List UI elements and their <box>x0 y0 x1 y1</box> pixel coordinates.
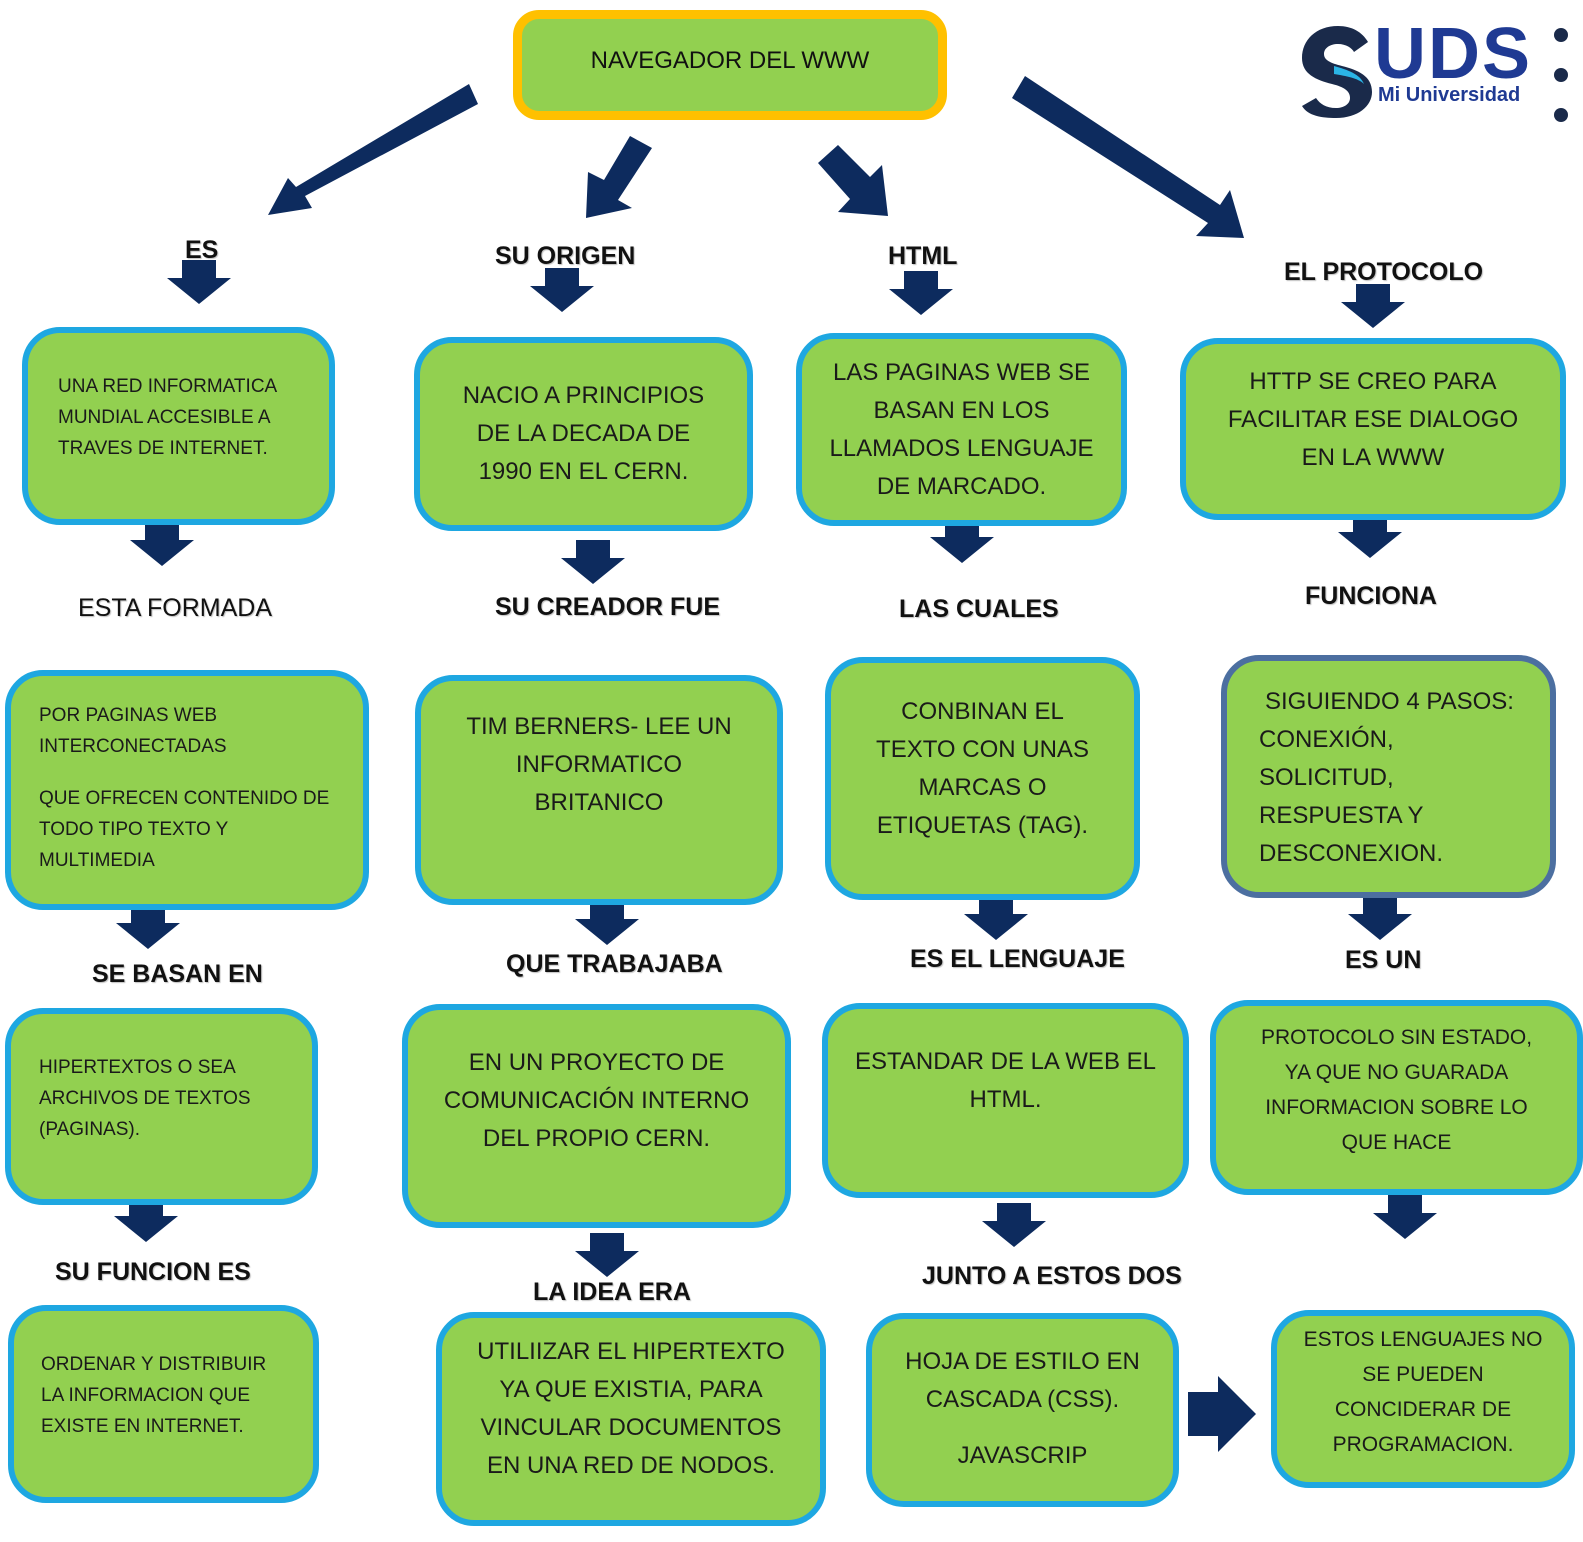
label-su-funcion-es: SU FUNCION ES <box>55 1258 251 1286</box>
box-text: PROTOCOLO SIN ESTADO, YA QUE NO GUARADA … <box>1260 1025 1533 1154</box>
down-arrow <box>889 271 953 315</box>
box-text: ESTANDAR DE LA WEB EL HTML. <box>855 1047 1156 1113</box>
heading-html: HTML <box>888 242 958 270</box>
down-arrow <box>1338 514 1402 558</box>
label-esta-formada: ESTA FORMADA <box>78 594 273 622</box>
box-es-definition: UNA RED INFORMATICA MUNDIAL ACCESIBLE A … <box>22 327 335 525</box>
box-text: JAVASCRIP <box>957 1442 1088 1469</box>
page-title: NAVEGADOR DEL WWW <box>590 47 870 74</box>
label-es-un: ES UN <box>1345 946 1422 974</box>
box-conbinan: CONBINAN EL TEXTO CON UNAS MARCAS O ETIQ… <box>825 657 1140 900</box>
down-arrow <box>1348 896 1412 940</box>
uds-s-icon <box>1302 26 1372 118</box>
heading-es: ES <box>185 236 219 264</box>
box-hipertextos: HIPERTEXTOS O SEA ARCHIVOS DE TEXTOS (PA… <box>5 1008 318 1205</box>
box-text: UNA RED INFORMATICA MUNDIAL ACCESIBLE A … <box>58 376 278 459</box>
box-text: TIM BERNERS- LEE UN INFORMATICO BRITANIC… <box>466 713 732 816</box>
box-http: HTTP SE CREO PARA FACILITAR ESE DIALOGO … <box>1180 338 1566 520</box>
down-arrow <box>575 1233 639 1277</box>
down-arrow <box>1373 1195 1437 1239</box>
box-text: HIPERTEXTOS O SEA ARCHIVOS DE TEXTOS (PA… <box>39 1057 251 1140</box>
logo-dot-icon <box>1554 68 1568 82</box>
box-text: HOJA DE ESTILO EN CASCADA (CSS). <box>905 1348 1140 1413</box>
box-text: ORDENAR Y DISTRIBUIR LA INFORMACION QUE … <box>41 1354 267 1437</box>
arrow-to-su-origen <box>586 136 652 218</box>
label-se-basan-en: SE BASAN EN <box>92 960 263 988</box>
uds-logo: UDS Mi Universidad <box>1298 8 1583 133</box>
box-nacio: NACIO A PRINCIPIOS DE LA DECADA DE 1990 … <box>414 337 753 531</box>
box-proyecto: EN UN PROYECTO DE COMUNICACIÓN INTERNO D… <box>402 1004 791 1228</box>
box-text: CONEXIÓN, SOLICITUD, RESPUESTA Y DESCONE… <box>1259 726 1444 867</box>
label-que-trabajaba: QUE TRABAJABA <box>506 950 723 978</box>
label-funciona: FUNCIONA <box>1305 582 1437 610</box>
box-text: SIGUIENDO 4 PASOS: <box>1265 688 1514 715</box>
right-arrow <box>1188 1376 1256 1452</box>
label-junto-a-estos-dos: JUNTO A ESTOS DOS <box>922 1262 1182 1290</box>
label-las-cuales: LAS CUALES <box>899 595 1059 623</box>
label-su-creador-fue: SU CREADOR FUE <box>495 593 721 621</box>
box-no-programacion: ESTOS LENGUAJES NO SE PUEDEN CONCIDERAR … <box>1271 1310 1575 1488</box>
box-text: HTTP SE CREO PARA FACILITAR ESE DIALOGO … <box>1227 368 1519 471</box>
label-es-el-lenguaje: ES EL LENGUAJE <box>910 945 1125 973</box>
label-la-idea-era: LA IDEA ERA <box>533 1278 691 1306</box>
arrow-to-html <box>818 145 888 216</box>
heading-el-protocolo: EL PROTOCOLO <box>1284 258 1484 286</box>
heading-su-origen: SU ORIGEN <box>495 242 636 270</box>
logo-tagline: Mi Universidad <box>1378 84 1521 106</box>
down-arrow <box>575 901 639 945</box>
box-text: EN UN PROYECTO DE COMUNICACIÓN INTERNO D… <box>443 1049 750 1152</box>
box-4-pasos: SIGUIENDO 4 PASOS: CONEXIÓN, SOLICITUD, … <box>1221 655 1556 898</box>
logo-dot-icon <box>1554 28 1568 42</box>
box-text: UTILIIZAR EL HIPERTEXTO YA QUE EXISTIA, … <box>477 1338 785 1479</box>
box-text: QUE OFRECEN CONTENIDO DE TODO TIPO TEXTO… <box>39 788 330 871</box>
arrow-to-es <box>268 84 478 215</box>
box-utilizar-hipertexto: UTILIIZAR EL HIPERTEXTO YA QUE EXISTIA, … <box>436 1312 826 1526</box>
down-arrow <box>1341 284 1405 328</box>
logo-name: UDS <box>1374 14 1533 94</box>
down-arrow <box>130 522 194 566</box>
box-text: POR PAGINAS WEB INTERCONECTADAS <box>39 705 227 757</box>
logo-dot-icon <box>1554 108 1568 122</box>
down-arrow <box>561 540 625 584</box>
down-arrow <box>530 268 594 312</box>
box-text: LAS PAGINAS WEB SE BASAN EN LOS LLAMADOS… <box>829 358 1094 500</box>
box-estandar: ESTANDAR DE LA WEB EL HTML. <box>822 1003 1189 1198</box>
box-text: ESTOS LENGUAJES NO SE PUEDEN CONCIDERAR … <box>1303 1328 1543 1456</box>
arrow-to-protocolo <box>1012 76 1244 238</box>
box-text: CONBINAN EL TEXTO CON UNAS MARCAS O ETIQ… <box>876 697 1089 839</box>
box-tim-berners-lee: TIM BERNERS- LEE UN INFORMATICO BRITANIC… <box>415 675 783 905</box>
down-arrow <box>964 896 1028 940</box>
box-sin-estado: PROTOCOLO SIN ESTADO, YA QUE NO GUARADA … <box>1210 1000 1583 1195</box>
down-arrow <box>982 1203 1046 1247</box>
box-paginas-web: POR PAGINAS WEB INTERCONECTADAS QUE OFRE… <box>5 670 369 910</box>
box-ordenar: ORDENAR Y DISTRIBUIR LA INFORMACION QUE … <box>8 1305 319 1503</box>
box-text: NACIO A PRINCIPIOS DE LA DECADA DE 1990 … <box>462 382 705 485</box>
down-arrow <box>116 905 180 949</box>
box-paginas-lenguaje: LAS PAGINAS WEB SE BASAN EN LOS LLAMADOS… <box>796 333 1127 526</box>
title-box: NAVEGADOR DEL WWW <box>513 10 947 120</box>
down-arrow <box>167 260 231 304</box>
box-css-javascript: HOJA DE ESTILO EN CASCADA (CSS). JAVASCR… <box>866 1313 1179 1507</box>
